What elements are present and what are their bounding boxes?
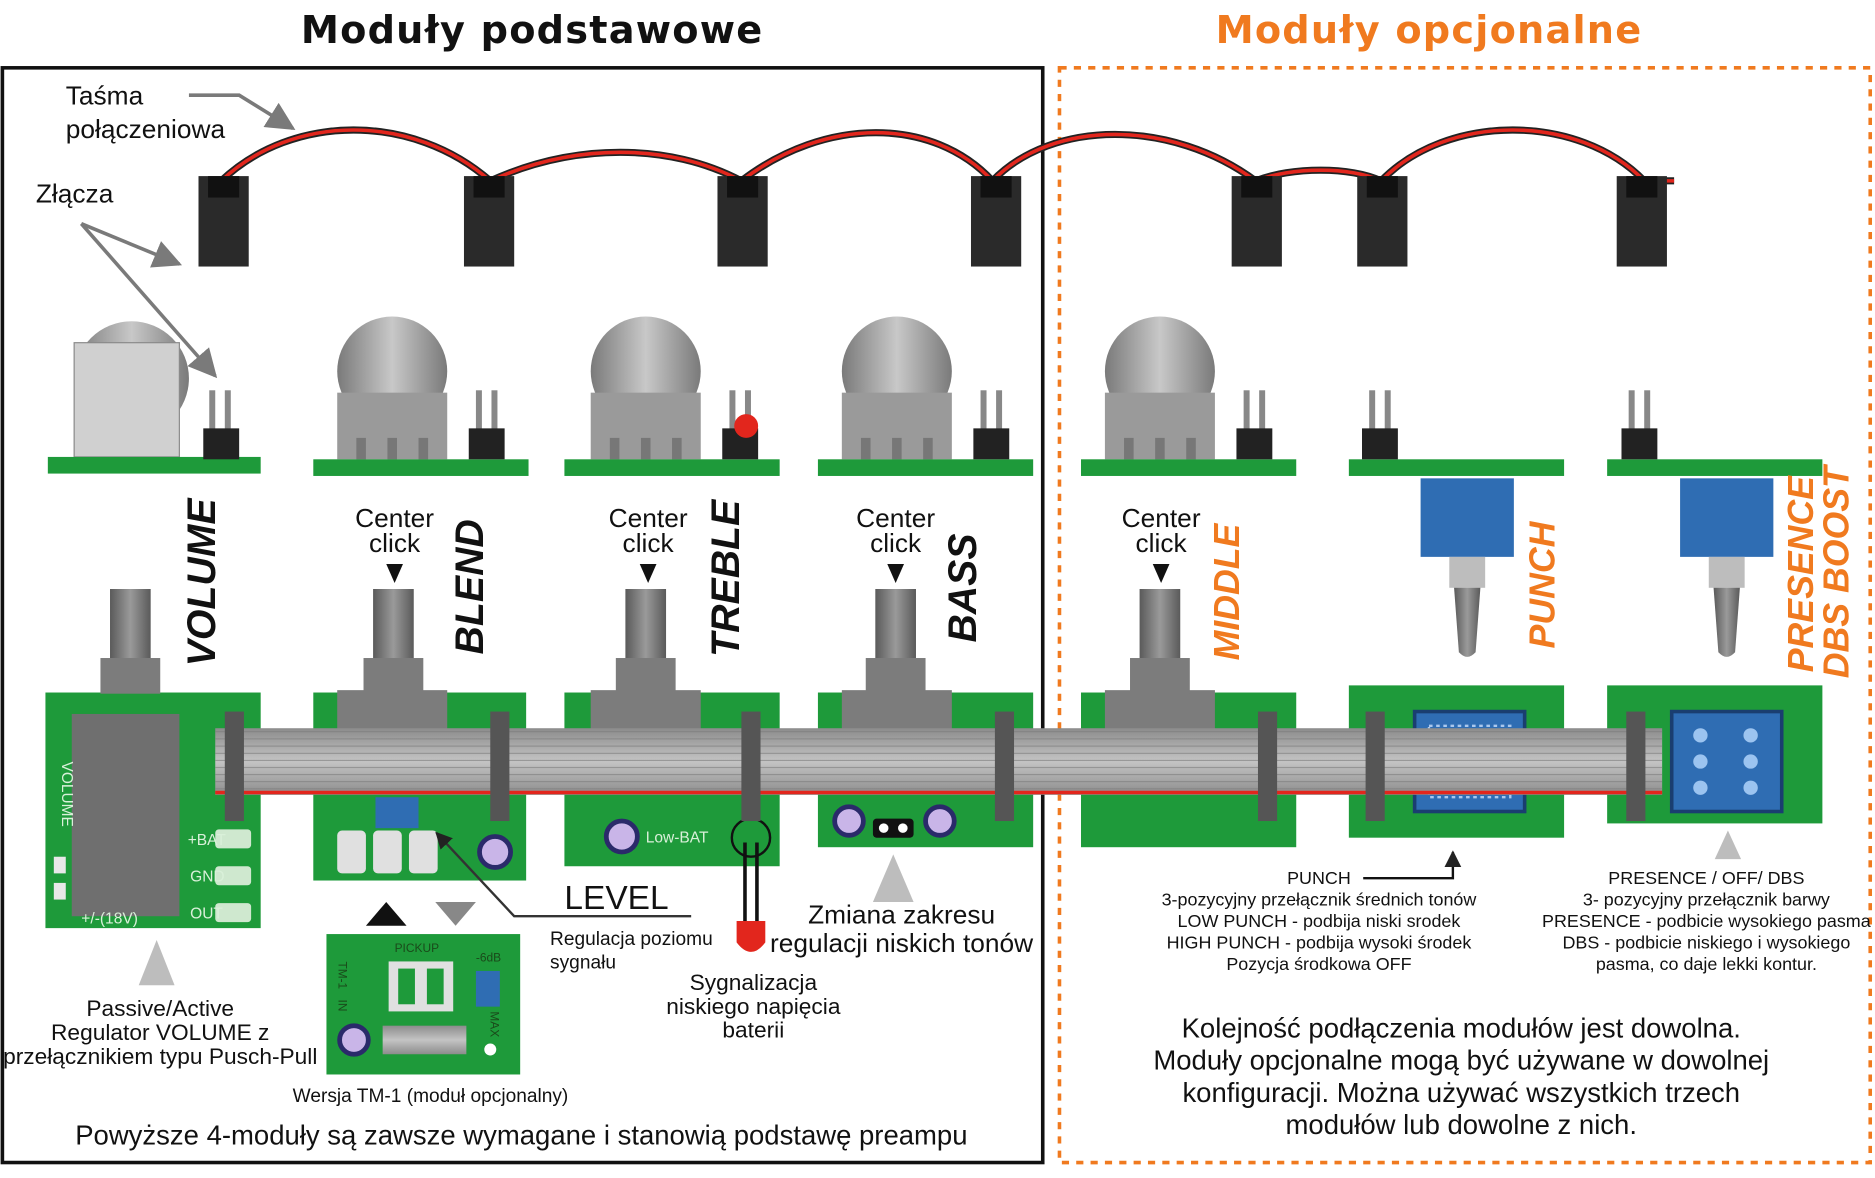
tm1-module: PICKUP TM-1 IN MAX -6dB	[326, 901, 521, 1075]
battery-line2: niskiego napięcia	[666, 993, 841, 1019]
optional-note-line3: konfiguracji. Można używać wszystkich tr…	[1182, 1077, 1740, 1108]
level-arrow	[435, 831, 692, 918]
connector-plugs	[198, 176, 1667, 267]
battery-line3: baterii	[722, 1017, 784, 1043]
passive-line1: Passive/Active	[86, 995, 234, 1021]
label-middle: MIDDLE	[1207, 523, 1247, 661]
label-dbs-boost: DBS BOOST	[1817, 463, 1857, 678]
center-click-blend: Center click	[355, 503, 434, 584]
connectors-label: Złącza	[36, 178, 114, 208]
battery-line1: Sygnalizacja	[690, 969, 818, 995]
presence-desc-4: pasma, co daje lekki kontur.	[1596, 954, 1817, 974]
optional-modules-frame	[1057, 66, 1873, 1165]
punch-arrow	[1363, 850, 1462, 880]
svg-text:Center: Center	[1122, 503, 1201, 533]
presence-toggle-body	[1680, 478, 1774, 557]
optional-note-line4: modułów lub dowolne z nich.	[1286, 1109, 1637, 1140]
front-view-modules: VOLUME +BAT GND OUT +/-(18V) Low-BAT	[45, 478, 1823, 929]
connectors-arrow-2	[79, 222, 218, 379]
svg-text:Center: Center	[355, 503, 434, 533]
punch-desc-1: 3-pozycyjny przełącznik średnich tonów	[1162, 890, 1477, 910]
svg-text:click: click	[1136, 528, 1188, 558]
label-treble: TREBLE	[704, 498, 748, 657]
svg-text:click: click	[870, 528, 922, 558]
punch-desc-4: Pozycja środkowa OFF	[1226, 954, 1411, 974]
svg-text:Center: Center	[609, 503, 688, 533]
svg-text:IN: IN	[335, 1000, 349, 1012]
svg-text:+BAT: +BAT	[188, 832, 227, 849]
level-desc-line1: Regulacja poziomu	[550, 929, 713, 950]
svg-text:click: click	[369, 528, 421, 558]
label-bass: BASS	[941, 533, 985, 642]
svg-text:-6dB: -6dB	[476, 950, 501, 964]
ribbon-cable	[215, 711, 1663, 822]
punch-desc-2: LOW PUNCH - podbija niski srodek	[1178, 911, 1461, 931]
level-desc-line2: sygnału	[550, 953, 616, 974]
connectors-arrow-1	[80, 222, 183, 268]
svg-text:Low-BAT: Low-BAT	[646, 829, 709, 846]
punch-desc-3: HIGH PUNCH - podbija wysoki środek	[1167, 932, 1472, 952]
passive-line2: Regulator VOLUME z	[51, 1019, 269, 1045]
svg-text:click: click	[623, 528, 675, 558]
bass-pointer	[872, 854, 914, 902]
punch-toggle-body	[1420, 478, 1514, 557]
bass-range-line1: Zmiana zakresu	[808, 899, 995, 929]
title-basic-modules: Moduły podstawowe	[301, 9, 764, 53]
title-optional-modules: Moduły opcjonalne	[1216, 9, 1643, 53]
center-click-middle: Center click	[1122, 503, 1201, 584]
tape-label-line2: połączeniowa	[66, 114, 226, 144]
basic-modules-note: Powyższe 4-moduły są zawsze wymagane i s…	[75, 1120, 967, 1151]
svg-text:OUT: OUT	[190, 906, 223, 923]
punch-desc-0: PUNCH	[1287, 868, 1351, 888]
tm1-version-label: Wersja TM-1 (moduł opcjonalny)	[293, 1086, 569, 1107]
center-click-treble: Center click	[609, 503, 688, 584]
svg-text:Center: Center	[856, 503, 935, 533]
svg-text:TM-1: TM-1	[335, 961, 349, 989]
svg-text:VOLUME: VOLUME	[58, 762, 75, 827]
presence-desc-1: 3- pozycyjny przełącznik barwy	[1583, 890, 1830, 910]
center-click-bass: Center click	[856, 503, 935, 584]
optional-note-line2: Moduły opcjonalne mogą być używane w dow…	[1153, 1045, 1769, 1076]
svg-text:+/-(18V): +/-(18V)	[81, 910, 138, 927]
label-blend: BLEND	[448, 519, 492, 654]
label-volume: VOLUME	[180, 497, 224, 667]
passive-line3: przełącznikiem typu Pusch-Pull	[3, 1043, 317, 1069]
tape-arrow	[188, 93, 296, 131]
level-label: LEVEL	[564, 880, 668, 917]
svg-text:MAX: MAX	[487, 1011, 501, 1037]
volume-pointer	[138, 940, 175, 986]
presence-desc-3: DBS - podbicie niskiego i wysokiego	[1562, 932, 1850, 952]
optional-note-line1: Kolejność podłączenia modułów jest dowol…	[1182, 1013, 1741, 1044]
label-punch: PUNCH	[1522, 520, 1562, 648]
svg-text:PICKUP: PICKUP	[395, 941, 439, 955]
svg-text:GND: GND	[190, 869, 225, 886]
low-battery-led	[736, 842, 766, 952]
presence-desc-0: PRESENCE / OFF/ DBS	[1608, 868, 1804, 888]
connection-tape	[218, 126, 1675, 187]
presence-pointer	[1714, 830, 1742, 860]
label-presence: PRESENCE	[1781, 475, 1821, 672]
presence-desc-2: PRESENCE - podbicie wysokiego pasma	[1542, 911, 1871, 931]
bass-range-line2: regulacji niskich tonów	[770, 928, 1034, 958]
module-side-views	[47, 316, 1823, 476]
tape-label-line1: Taśma	[66, 81, 144, 111]
basic-modules-frame	[0, 66, 1045, 1165]
